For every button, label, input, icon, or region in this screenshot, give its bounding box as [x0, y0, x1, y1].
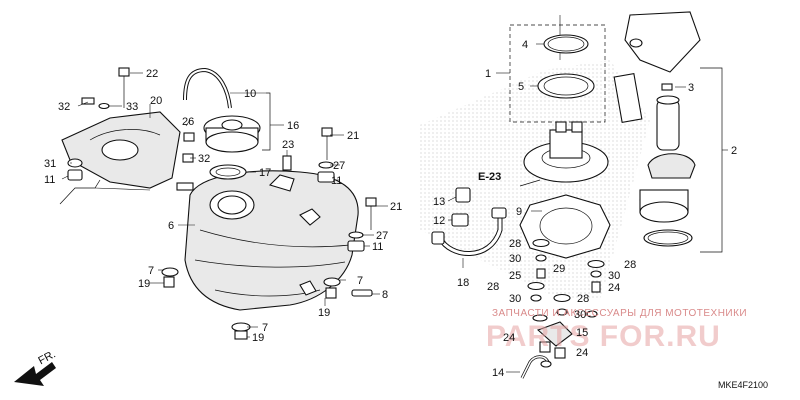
callout-30: 30: [509, 293, 521, 305]
callout-32: 32: [58, 101, 70, 113]
callout-18: 18: [457, 277, 469, 289]
figure-code: MKE4F2100: [718, 380, 768, 390]
front-direction-arrow: [14, 362, 56, 386]
callout-30: 30: [574, 309, 586, 321]
section-ref: E-23: [478, 171, 501, 183]
callout-11: 11: [331, 175, 342, 187]
callout-19: 19: [252, 332, 264, 344]
callout-12: 12: [433, 215, 445, 227]
callout-28: 28: [577, 293, 589, 305]
callout-7: 7: [357, 275, 363, 287]
callout-4: 4: [522, 39, 528, 51]
callout-27: 27: [376, 230, 388, 242]
callout-28: 28: [509, 238, 521, 250]
callout-11: 11: [372, 241, 383, 253]
bolt-22: [118, 67, 130, 108]
callout-24: 24: [503, 332, 515, 344]
direction-label: FR.: [36, 348, 57, 367]
callout-5: 5: [518, 81, 524, 93]
gasket-17: [209, 164, 247, 180]
callout-7: 7: [262, 322, 268, 334]
callout-14: 14: [492, 367, 504, 379]
bracket-15-strap-14: [506, 321, 573, 379]
stipple-region: [420, 60, 650, 300]
bolt-21-lower: [347, 197, 377, 252]
left-leaders: [59, 72, 388, 338]
grommet-31: [67, 158, 83, 181]
tank-cover: [61, 111, 181, 189]
callout-24: 24: [608, 282, 620, 294]
fuel-tank: [184, 170, 359, 311]
callout-31: 31: [44, 158, 56, 170]
callout-7: 7: [148, 265, 154, 277]
callout-17: 17: [259, 167, 271, 179]
callout-27: 27: [333, 160, 345, 172]
callout-2: 2: [731, 145, 737, 157]
callout-11: 11: [44, 174, 55, 186]
callout-33: 33: [126, 101, 138, 113]
callout-21: 21: [390, 201, 402, 213]
watermark: ЗАПЧАСТИ И АКСЕССУАРЫ ДЛЯ МОТОТЕХНИКИ PA…: [486, 308, 747, 353]
callout-23: 23: [282, 139, 294, 151]
callout-28: 28: [624, 259, 636, 271]
callout-30: 30: [608, 270, 620, 282]
callout-8: 8: [382, 289, 388, 301]
callout-22: 22: [146, 68, 158, 80]
small-parts-26-32: [176, 132, 195, 191]
callout-29: 29: [553, 263, 565, 275]
fuel-cap-16: [203, 115, 261, 153]
watermark-brand: PARTS FOR.RU: [486, 320, 721, 353]
callout-13: 13: [433, 196, 445, 208]
callout-10: 10: [244, 88, 256, 100]
callout-15: 15: [576, 327, 588, 339]
callout-19: 19: [318, 307, 330, 319]
callout-3: 3: [688, 82, 694, 94]
callout-30: 30: [509, 253, 521, 265]
clip-32-33: [81, 97, 110, 110]
callout-1: 1: [485, 68, 491, 80]
bolt-21-upper: [317, 127, 335, 183]
tube-10: [183, 67, 232, 109]
callout-labels: 22 20 32 33 26 32 10 16 21 23 17 27 31 1…: [36, 39, 768, 390]
grommet-7-19: [161, 267, 373, 340]
watermark-line: ЗАПЧАСТИ И АКСЕССУАРЫ ДЛЯ МОТОТЕХНИКИ: [492, 308, 747, 319]
screw-23: [282, 155, 292, 171]
callout-20: 20: [150, 95, 162, 107]
callout-32: 32: [198, 153, 210, 165]
callout-21: 21: [347, 130, 359, 142]
callout-28: 28: [487, 281, 499, 293]
callout-9: 9: [516, 206, 522, 218]
callout-16: 16: [287, 120, 299, 132]
fuel-hose: [431, 187, 507, 268]
callout-24: 24: [576, 347, 588, 359]
callout-25: 25: [509, 270, 521, 282]
callout-19: 19: [138, 278, 150, 290]
washers-bolts: [527, 238, 605, 322]
callout-6: 6: [168, 220, 174, 232]
callout-26: 26: [182, 116, 194, 128]
